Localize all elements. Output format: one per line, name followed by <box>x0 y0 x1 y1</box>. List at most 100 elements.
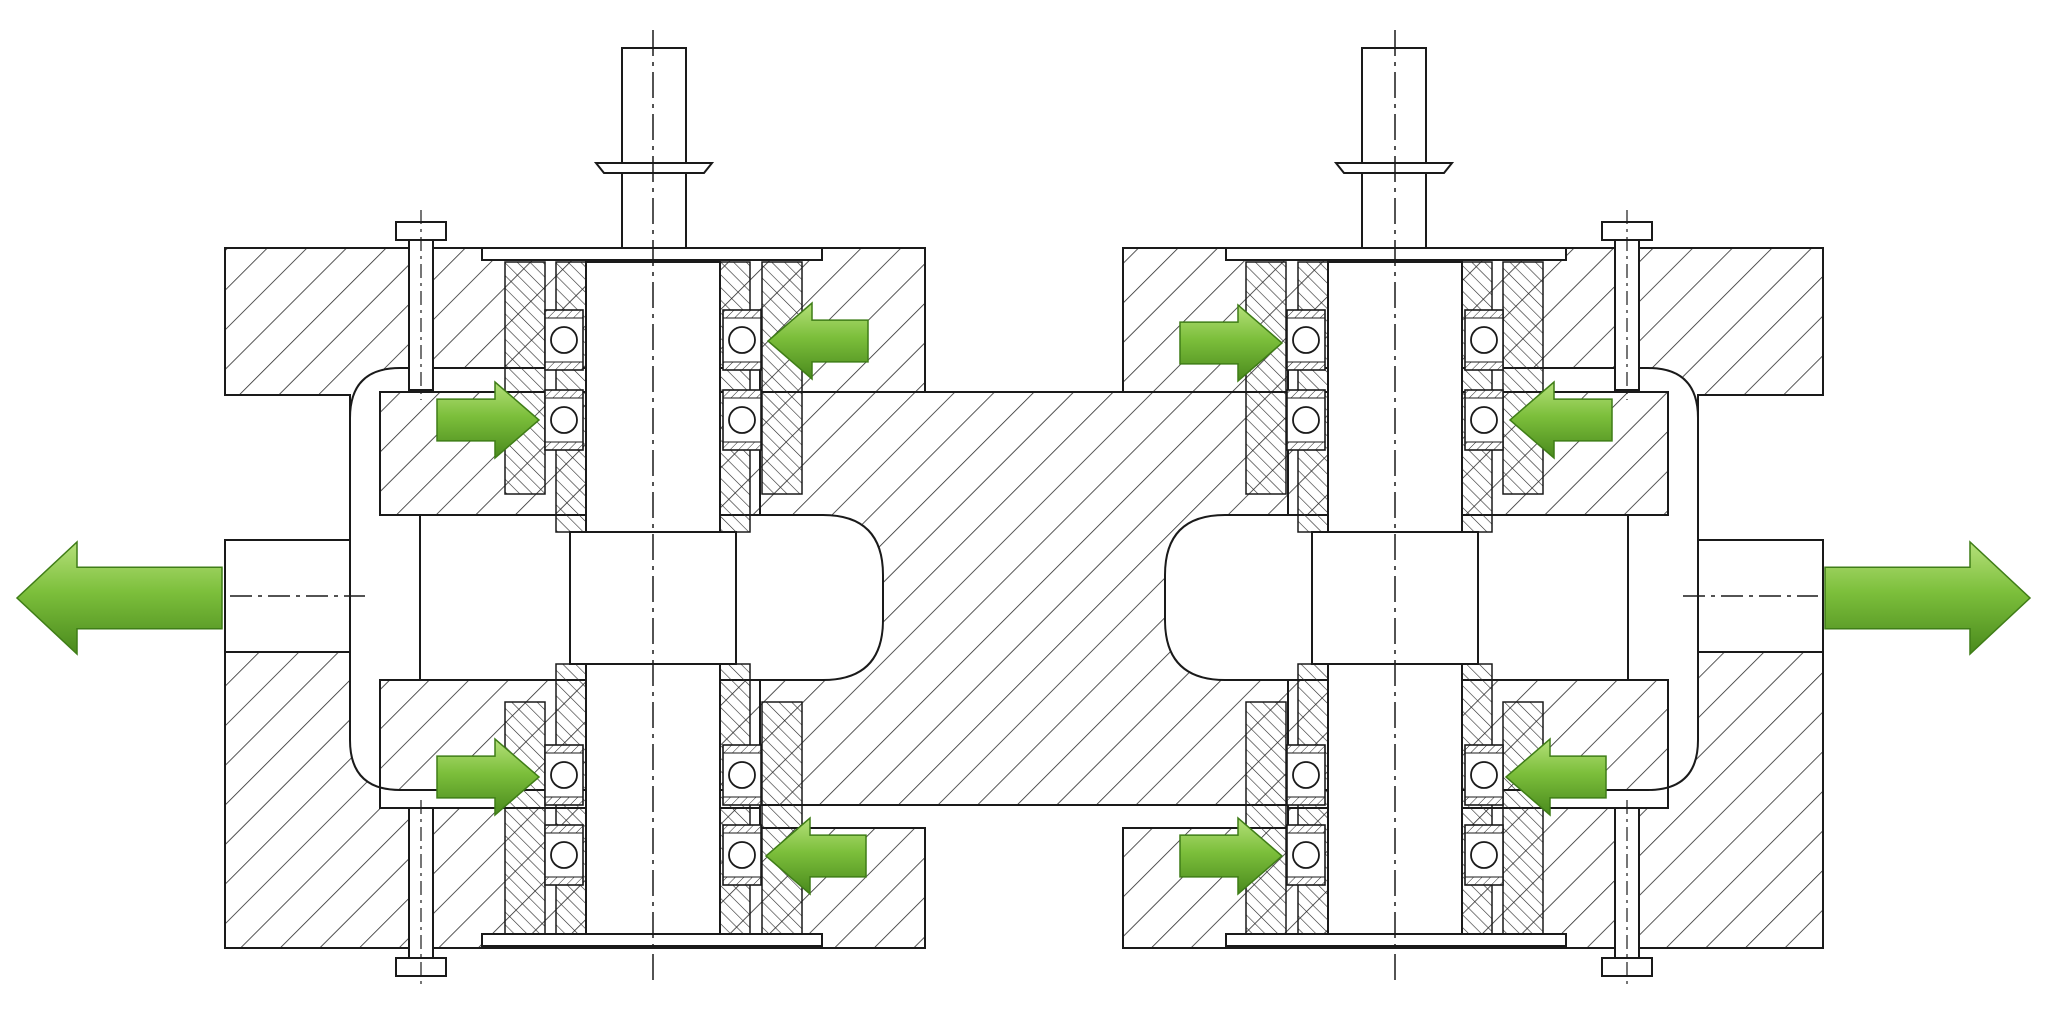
force-arrow-l-lower-outer <box>436 737 541 817</box>
right-bearing-2 <box>1464 309 1504 371</box>
left-bearing-5-ball <box>550 761 578 789</box>
left-bearing-6-race-top <box>722 744 762 754</box>
left-bearings <box>544 309 762 886</box>
right-bearing-8-ball <box>1470 841 1498 869</box>
right-bearing-3 <box>1286 389 1326 451</box>
right-bottom-cap <box>1225 933 1567 947</box>
left-bearing-1 <box>544 309 584 371</box>
center-connecting-bar <box>759 391 1289 806</box>
left-bearing-2-ball <box>728 326 756 354</box>
right-bearing-4-race-bottom <box>1464 441 1504 451</box>
left-bottom-cap <box>481 933 823 947</box>
right-bearing-5-race-bottom <box>1286 796 1326 806</box>
right-bearing-6-race-top <box>1464 744 1504 754</box>
left-bearing-6 <box>722 744 762 806</box>
right-top-cap <box>1225 247 1567 261</box>
left-bearing-5 <box>544 744 584 806</box>
left-bearing-housing-ll <box>504 701 546 935</box>
left-bearing-3-race-bottom <box>544 441 584 451</box>
right-bearing-8 <box>1464 824 1504 886</box>
left-bolt-top <box>408 237 434 391</box>
left-shaft-clip <box>593 162 715 174</box>
left-spindle <box>395 30 823 985</box>
force-arrow-r-lower-inner <box>1504 737 1607 817</box>
right-bearing-3-race-top <box>1286 389 1326 399</box>
right-bearing-8-race-top <box>1464 824 1504 834</box>
right-bearing-1-race-top <box>1286 309 1326 319</box>
right-bearing-7-ball <box>1292 841 1320 869</box>
force-arrow-r-lower-outer <box>1179 816 1284 896</box>
left-bearing-6-ball <box>728 761 756 789</box>
force-arrow-left-outward <box>15 540 223 656</box>
left-bearing-4-race-top <box>722 389 762 399</box>
right-bearing-7-race-top <box>1286 824 1326 834</box>
left-bearing-housing-lr <box>761 701 803 935</box>
left-bearing-4 <box>722 389 762 451</box>
left-bearing-housing-ul <box>504 261 546 495</box>
right-bearings <box>1286 309 1504 886</box>
left-bearing-4-race-bottom <box>722 441 762 451</box>
right-bearing-1 <box>1286 309 1326 371</box>
left-bearing-1-ball <box>550 326 578 354</box>
left-bearing-5-race-top <box>544 744 584 754</box>
left-bearing-1-race-bottom <box>544 361 584 371</box>
left-bearing-3-race-top <box>544 389 584 399</box>
left-bearing-2-race-top <box>722 309 762 319</box>
right-bearing-3-race-bottom <box>1286 441 1326 451</box>
left-bearing-3-ball <box>550 406 578 434</box>
left-bearing-8-race-top <box>722 824 762 834</box>
right-bearing-housing-ll <box>1245 701 1287 935</box>
force-arrow-l-upper-inner <box>766 301 869 381</box>
right-bearing-6-race-bottom <box>1464 796 1504 806</box>
force-arrow-r-upper-outer <box>1179 303 1284 383</box>
left-bearing-7-ball <box>550 841 578 869</box>
left-bearing-5-race-bottom <box>544 796 584 806</box>
left-bearing-7 <box>544 824 584 886</box>
right-shaft-top <box>1361 47 1427 259</box>
right-bearing-4-race-top <box>1464 389 1504 399</box>
left-bearing-2-race-bottom <box>722 361 762 371</box>
right-bearing-6-ball <box>1470 761 1498 789</box>
force-arrow-right-outward <box>1824 540 2032 656</box>
left-bearing-8 <box>722 824 762 886</box>
left-bearing-7-race-bottom <box>544 876 584 886</box>
right-bearing-1-race-bottom <box>1286 361 1326 371</box>
left-bearing-housing-ur <box>761 261 803 495</box>
right-bearing-8-race-bottom <box>1464 876 1504 886</box>
right-bearing-3-ball <box>1292 406 1320 434</box>
right-bearing-7-race-bottom <box>1286 876 1326 886</box>
right-bearing-housing-ur <box>1502 261 1544 495</box>
right-bearing-2-race-top <box>1464 309 1504 319</box>
right-bearing-4-ball <box>1470 406 1498 434</box>
right-bearing-7 <box>1286 824 1326 886</box>
right-bearing-5-ball <box>1292 761 1320 789</box>
right-bearing-2-race-bottom <box>1464 361 1504 371</box>
right-shaft-clip <box>1333 162 1455 174</box>
force-arrows <box>15 301 2032 896</box>
right-bearing-6 <box>1464 744 1504 806</box>
left-shaft-top <box>621 47 687 259</box>
left-bearing-2 <box>722 309 762 371</box>
connecting-bar-body <box>759 391 1289 806</box>
right-bearing-1-ball <box>1292 326 1320 354</box>
left-bearing-1-race-top <box>544 309 584 319</box>
left-bearing-8-ball <box>728 841 756 869</box>
right-bearing-5 <box>1286 744 1326 806</box>
right-bearing-housing-ul <box>1245 261 1287 495</box>
right-bearing-housing-lr <box>1502 701 1544 935</box>
force-arrow-r-mid-inner <box>1508 380 1613 460</box>
right-bearing-4 <box>1464 389 1504 451</box>
left-housing-cavity <box>349 367 761 809</box>
left-bearing-7-race-top <box>544 824 584 834</box>
left-bearing-8-race-bottom <box>722 876 762 886</box>
force-arrow-l-lower-inner <box>764 816 867 896</box>
right-bolt-top <box>1614 237 1640 391</box>
right-bearing-5-race-top <box>1286 744 1326 754</box>
left-bearing-3 <box>544 389 584 451</box>
force-arrow-l-mid-outer <box>436 380 541 460</box>
left-top-cap <box>481 247 823 261</box>
right-bearing-2-ball <box>1470 326 1498 354</box>
left-bearing-6-race-bottom <box>722 796 762 806</box>
